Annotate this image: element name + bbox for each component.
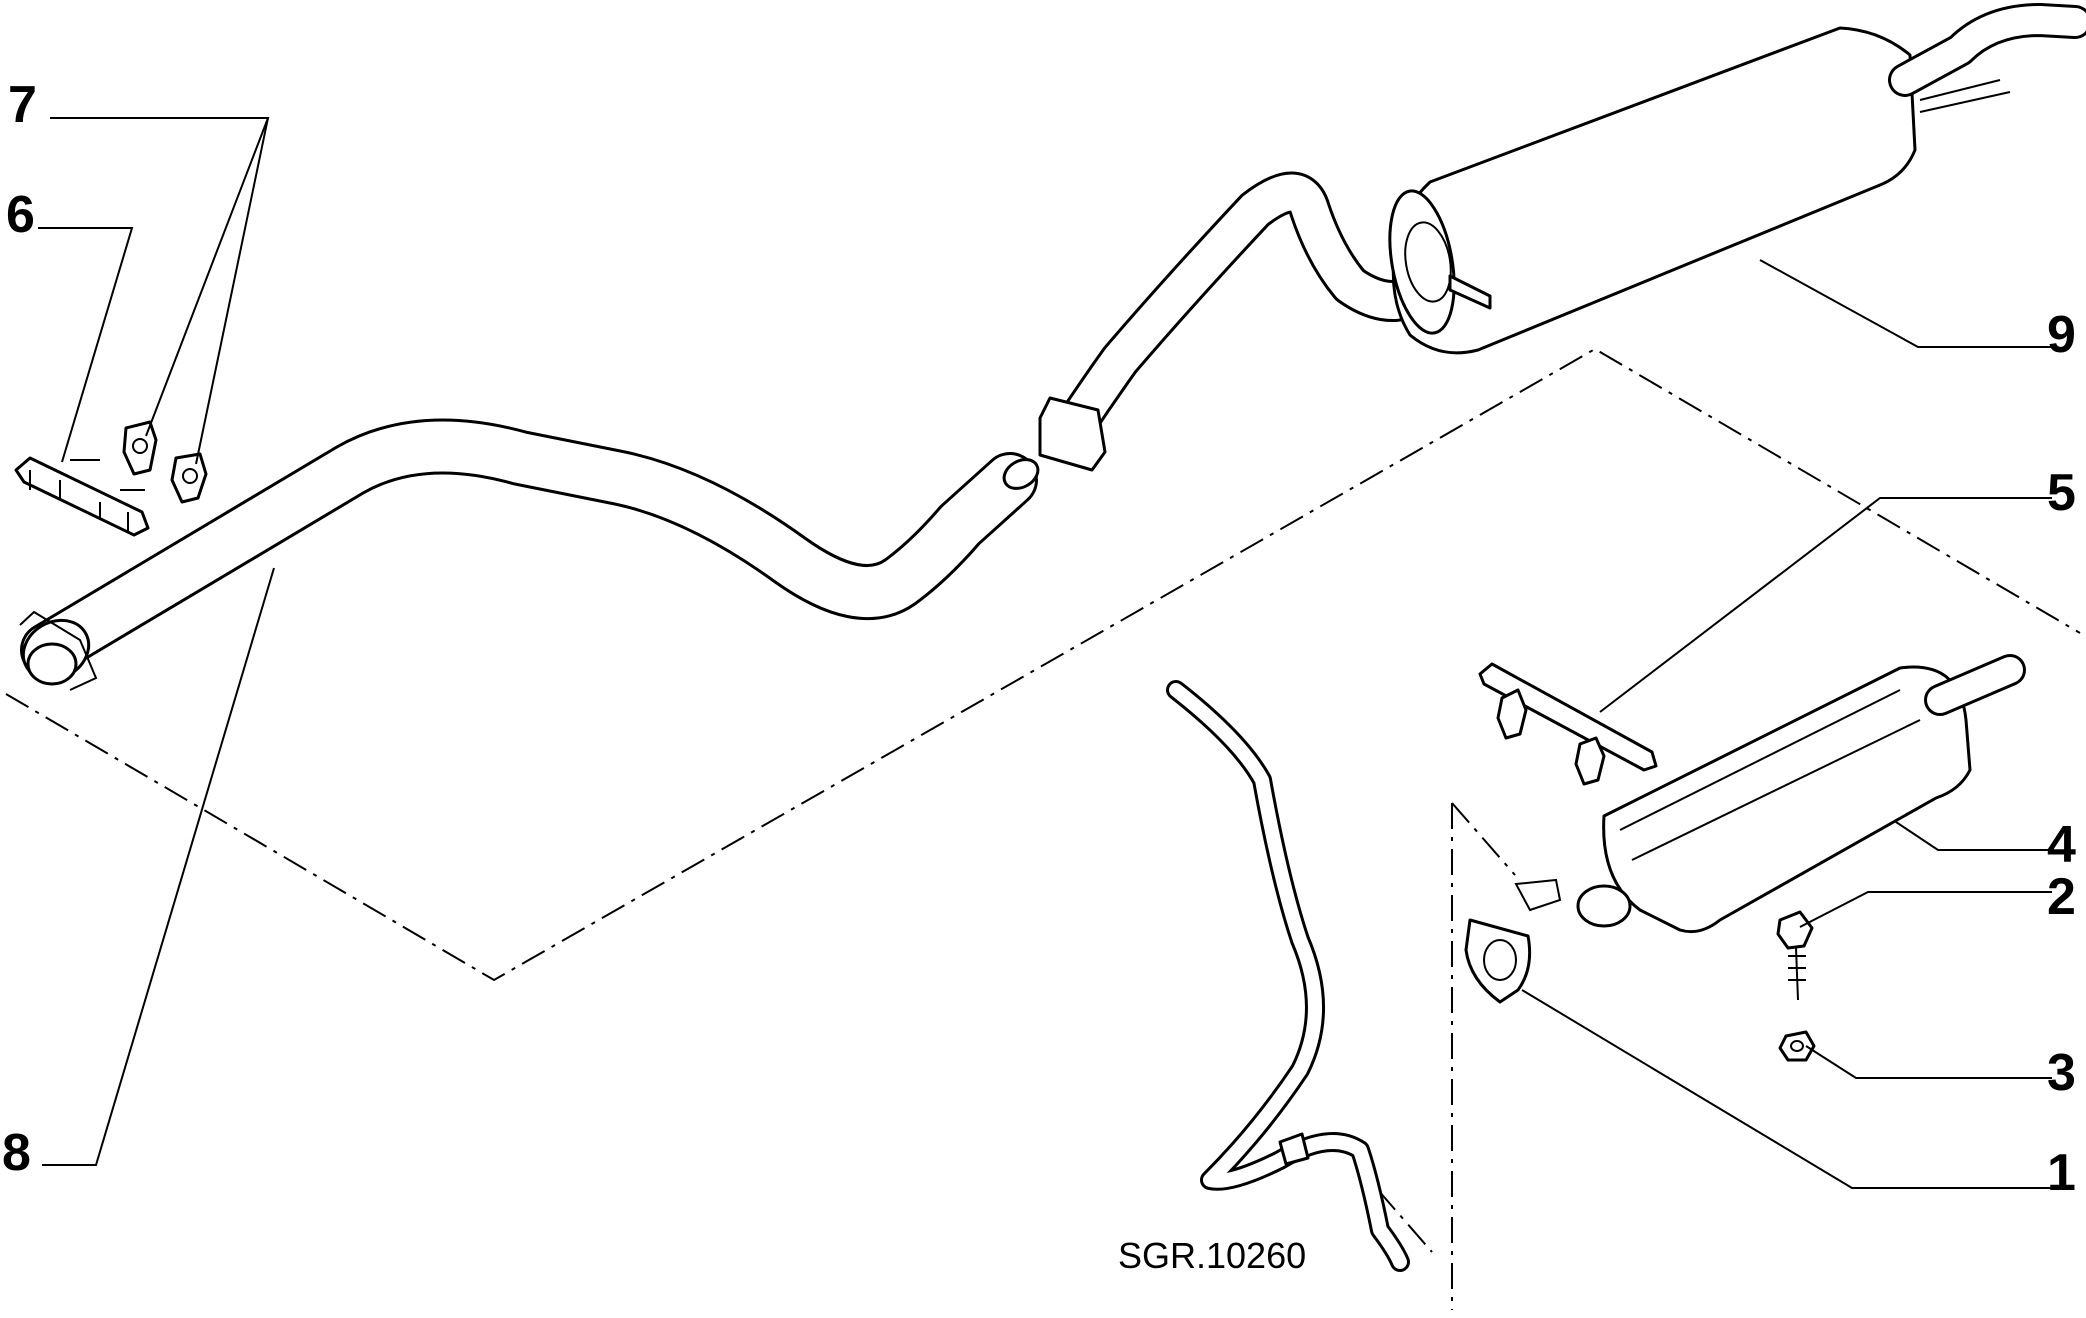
- assembly-outline: [5, 347, 2081, 1310]
- callout-9: 9: [2047, 306, 2076, 364]
- front-silencer: [1514, 654, 2026, 934]
- callout-7: 7: [8, 76, 37, 134]
- gasket: [1464, 918, 1532, 1004]
- rubber-mounts: [122, 420, 208, 504]
- leader-3: [1805, 1045, 2052, 1079]
- leader-7b: [195, 117, 269, 465]
- tube: [1166, 680, 1410, 1272]
- leader-1: [1521, 989, 2052, 1189]
- bolt: [1776, 910, 1814, 1001]
- leader-9: [1759, 259, 2052, 348]
- callout-6: 6: [6, 186, 35, 244]
- bracket: [14, 456, 150, 537]
- intermediate-pipe: [19, 418, 1040, 691]
- rear-silencer: [1038, 3, 2086, 472]
- callout-8: 8: [2, 1124, 31, 1182]
- callouts: 1 2 3 4 5 6 7 8 9: [2, 76, 2076, 1202]
- callout-3: 3: [2047, 1044, 2076, 1102]
- leader-8: [42, 567, 275, 1166]
- leader-2: [1799, 891, 2052, 928]
- front-silencer-bracket: [1478, 662, 1658, 786]
- callout-4: 4: [2047, 816, 2076, 874]
- callout-2: 2: [2047, 868, 2076, 926]
- leader-6: [38, 227, 134, 463]
- nut: [1778, 1030, 1816, 1062]
- leader-5: [1599, 497, 2052, 713]
- leader-4: [1895, 821, 2052, 851]
- drawing-reference: SGR.10260: [1118, 1235, 1306, 1276]
- leader-lines: [38, 117, 2052, 1189]
- callout-1: 1: [2047, 1144, 2076, 1202]
- callout-5: 5: [2047, 464, 2076, 522]
